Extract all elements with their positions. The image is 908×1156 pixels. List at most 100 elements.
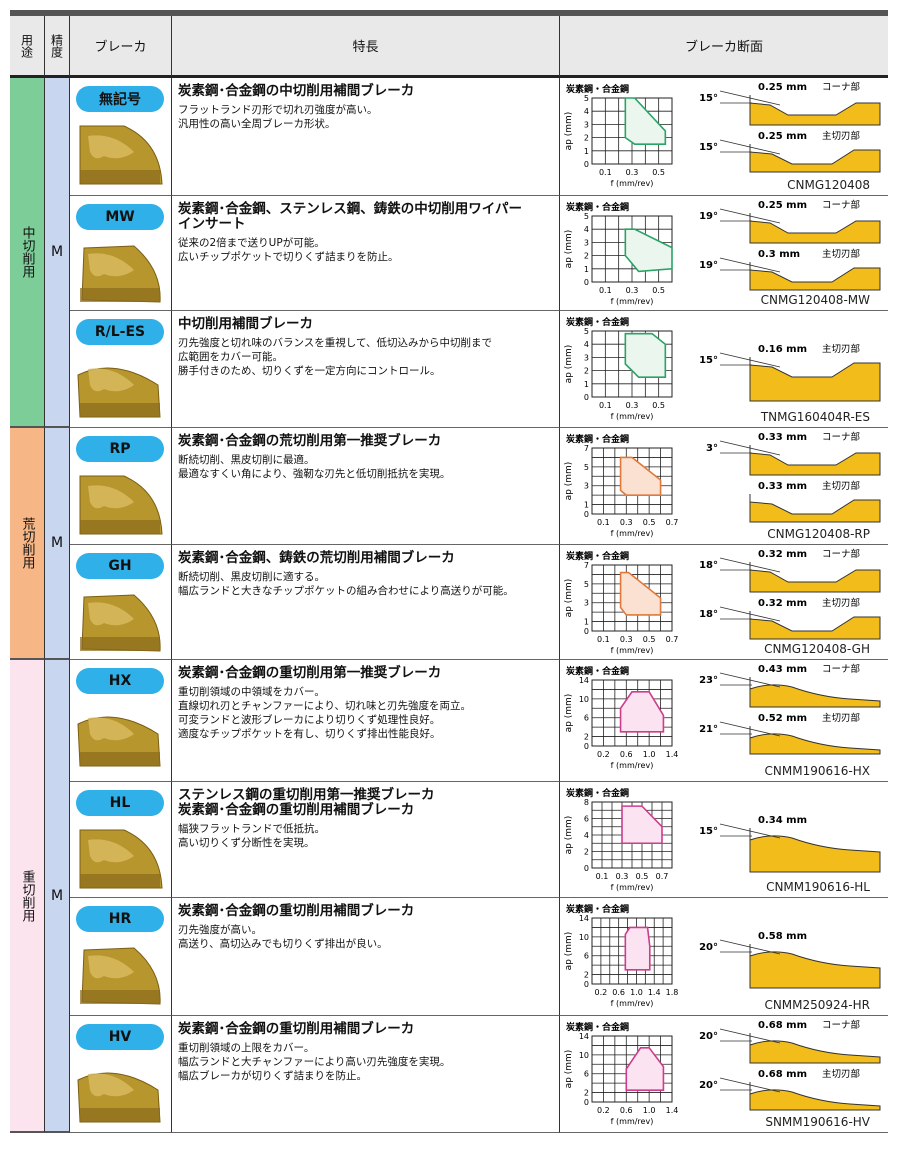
x-tick-label: 0.2 bbox=[595, 988, 608, 997]
y-axis-label: ap (mm) bbox=[564, 230, 574, 269]
x-axis-label: f (mm/rev) bbox=[611, 761, 654, 770]
y-tick-label: 0 bbox=[584, 278, 589, 287]
breaker-badge[interactable]: GH bbox=[76, 553, 164, 579]
x-tick-label: 0.6 bbox=[612, 988, 625, 997]
angle-line bbox=[719, 557, 781, 573]
feature-line: 断続切削、黒皮切削に最適。 bbox=[178, 454, 315, 466]
x-tick-label: 0.1 bbox=[599, 286, 612, 295]
feature-line: 可変ランドと波形ブレーカにより切りくず処理性良好。 bbox=[178, 714, 441, 726]
y-tick-label: 10 bbox=[579, 695, 589, 704]
precision-2: M bbox=[45, 660, 70, 1133]
feature-line: 広いチップポケットで切りくず詰まりを防止。 bbox=[178, 251, 399, 263]
breaker-profile: 20°0.58 mm bbox=[699, 931, 881, 989]
insert-image bbox=[80, 245, 161, 303]
insert-image bbox=[80, 594, 161, 652]
land-width-label: 0.3 mm bbox=[758, 249, 800, 260]
breaker-badge[interactable]: HL bbox=[76, 790, 164, 816]
land-width-label: 0.25 mm bbox=[758, 82, 807, 93]
y-tick-label: 5 bbox=[584, 580, 589, 589]
y-tick-label: 3 bbox=[584, 238, 589, 247]
x-tick-label: 1.0 bbox=[643, 750, 656, 759]
breaker-badge[interactable]: 無記号 bbox=[76, 86, 164, 112]
breaker-badge[interactable]: R/L-ES bbox=[76, 319, 164, 345]
insert-photo bbox=[74, 826, 166, 896]
features-cell: 炭素鋼･合金鋼、鋳鉄の荒切削用補間ブレーカ断続切削、黒皮切削に適する。幅広ランド… bbox=[172, 545, 560, 660]
chart-region bbox=[619, 571, 662, 616]
x-tick-label: 0.3 bbox=[626, 286, 639, 295]
features-cell: 炭素鋼･合金鋼、ステンレス鋼、鋳鉄の中切削用ワイパーインサート従来の2倍まで送り… bbox=[172, 196, 560, 311]
feature-title: ステンレス鋼の重切削用第一推奨ブレーカ炭素鋼･合金鋼の重切削用補間ブレーカ bbox=[178, 787, 435, 818]
breaker-badge[interactable]: HV bbox=[76, 1024, 164, 1050]
y-tick-label: 3 bbox=[584, 353, 589, 362]
section-tag: コーナ部 bbox=[822, 431, 860, 443]
angle-line bbox=[719, 606, 781, 622]
angle-line bbox=[719, 352, 781, 368]
y-axis-label: ap (mm) bbox=[564, 345, 574, 384]
angle-label: 21° bbox=[699, 724, 718, 735]
angle-line bbox=[719, 939, 781, 955]
x-axis-label: f (mm/rev) bbox=[611, 412, 654, 421]
feature-line: 重切削領域の上限をカバー。 bbox=[178, 1042, 315, 1054]
section-tag: コーナ部 bbox=[822, 81, 860, 93]
chart-material-title: 炭素鋼・合金鋼 bbox=[566, 316, 629, 328]
profile-shape bbox=[749, 951, 881, 989]
x-axis-label: f (mm/rev) bbox=[611, 297, 654, 306]
x-tick-label: 0.3 bbox=[620, 635, 633, 644]
breaker-badge[interactable]: MW bbox=[76, 204, 164, 230]
insert-side-face bbox=[80, 288, 160, 302]
y-tick-label: 0 bbox=[584, 742, 589, 751]
group-1: 荒切削用 bbox=[10, 428, 45, 660]
land-width-label: 0.68 mm bbox=[758, 1069, 807, 1080]
y-tick-label: 4 bbox=[584, 107, 589, 116]
y-tick-label: 8 bbox=[584, 798, 589, 807]
x-axis-label: f (mm/rev) bbox=[611, 179, 654, 188]
feature-line: 刃先強度が高い。 bbox=[178, 924, 262, 936]
feature-title: 炭素鋼･合金鋼の重切削用第一推奨ブレーカ bbox=[178, 665, 442, 681]
y-tick-label: 1 bbox=[584, 501, 589, 510]
model-code: CNMG120408-GH bbox=[764, 642, 870, 656]
insert-breaker-groove bbox=[88, 253, 134, 277]
features-cell: 炭素鋼･合金鋼の荒切削用第一推奨ブレーカ断続切削、黒皮切削に最適。最適なすくい角… bbox=[172, 428, 560, 545]
insert-breaker-groove bbox=[88, 135, 134, 159]
chart-material-title: 炭素鋼・合金鋼 bbox=[566, 201, 629, 213]
insert-breaker-groove bbox=[88, 955, 134, 979]
chart-material-title: 炭素鋼・合金鋼 bbox=[566, 903, 629, 915]
feature-line: 断続切削、黒皮切削に適する。 bbox=[178, 571, 325, 583]
breaker-badge[interactable]: HX bbox=[76, 668, 164, 694]
y-axis-label: ap (mm) bbox=[564, 816, 574, 855]
y-tick-label: 3 bbox=[584, 599, 589, 608]
chart-region bbox=[624, 97, 667, 146]
angle-label: 15° bbox=[699, 142, 718, 153]
feature-line: 最適なすくい角により、強靭な刃先と低切削抵抗を実現。 bbox=[178, 468, 451, 480]
breaker-cell: GH bbox=[70, 545, 172, 660]
chart-material-title: 炭素鋼・合金鋼 bbox=[566, 787, 629, 799]
y-axis-label: ap (mm) bbox=[564, 1050, 574, 1089]
model-code: SNMM190616-HV bbox=[765, 1115, 870, 1129]
x-tick-label: 0.6 bbox=[620, 750, 633, 759]
breaker-badge[interactable]: RP bbox=[76, 436, 164, 462]
x-axis-label: f (mm/rev) bbox=[611, 1117, 654, 1126]
angle-line bbox=[719, 208, 781, 224]
group-0: 中切削用 bbox=[10, 78, 45, 428]
chart-region bbox=[619, 456, 662, 496]
insert-image bbox=[79, 475, 163, 535]
land-width-label: 0.58 mm bbox=[758, 931, 807, 942]
feature-line: 重切削領域の中領域をカバー。 bbox=[178, 686, 325, 698]
y-tick-label: 1 bbox=[584, 380, 589, 389]
breaker-cell: HR bbox=[70, 898, 172, 1016]
insert-image bbox=[80, 947, 161, 1005]
insert-photo bbox=[74, 355, 166, 425]
y-axis-label: ap (mm) bbox=[564, 462, 574, 501]
features-cell: 炭素鋼･合金鋼の重切削用補間ブレーカ重切削領域の上限をカバー。幅広ランドと大チャ… bbox=[172, 1016, 560, 1133]
insert-breaker-groove bbox=[88, 1073, 134, 1097]
feature-line: 汎用性の高い全周ブレーカ形状。 bbox=[178, 118, 336, 130]
profile-shape bbox=[749, 569, 881, 593]
breaker-badge[interactable]: HR bbox=[76, 906, 164, 932]
feature-title: 炭素鋼･合金鋼、ステンレス鋼、鋳鉄の中切削用ワイパーインサート bbox=[178, 201, 522, 232]
